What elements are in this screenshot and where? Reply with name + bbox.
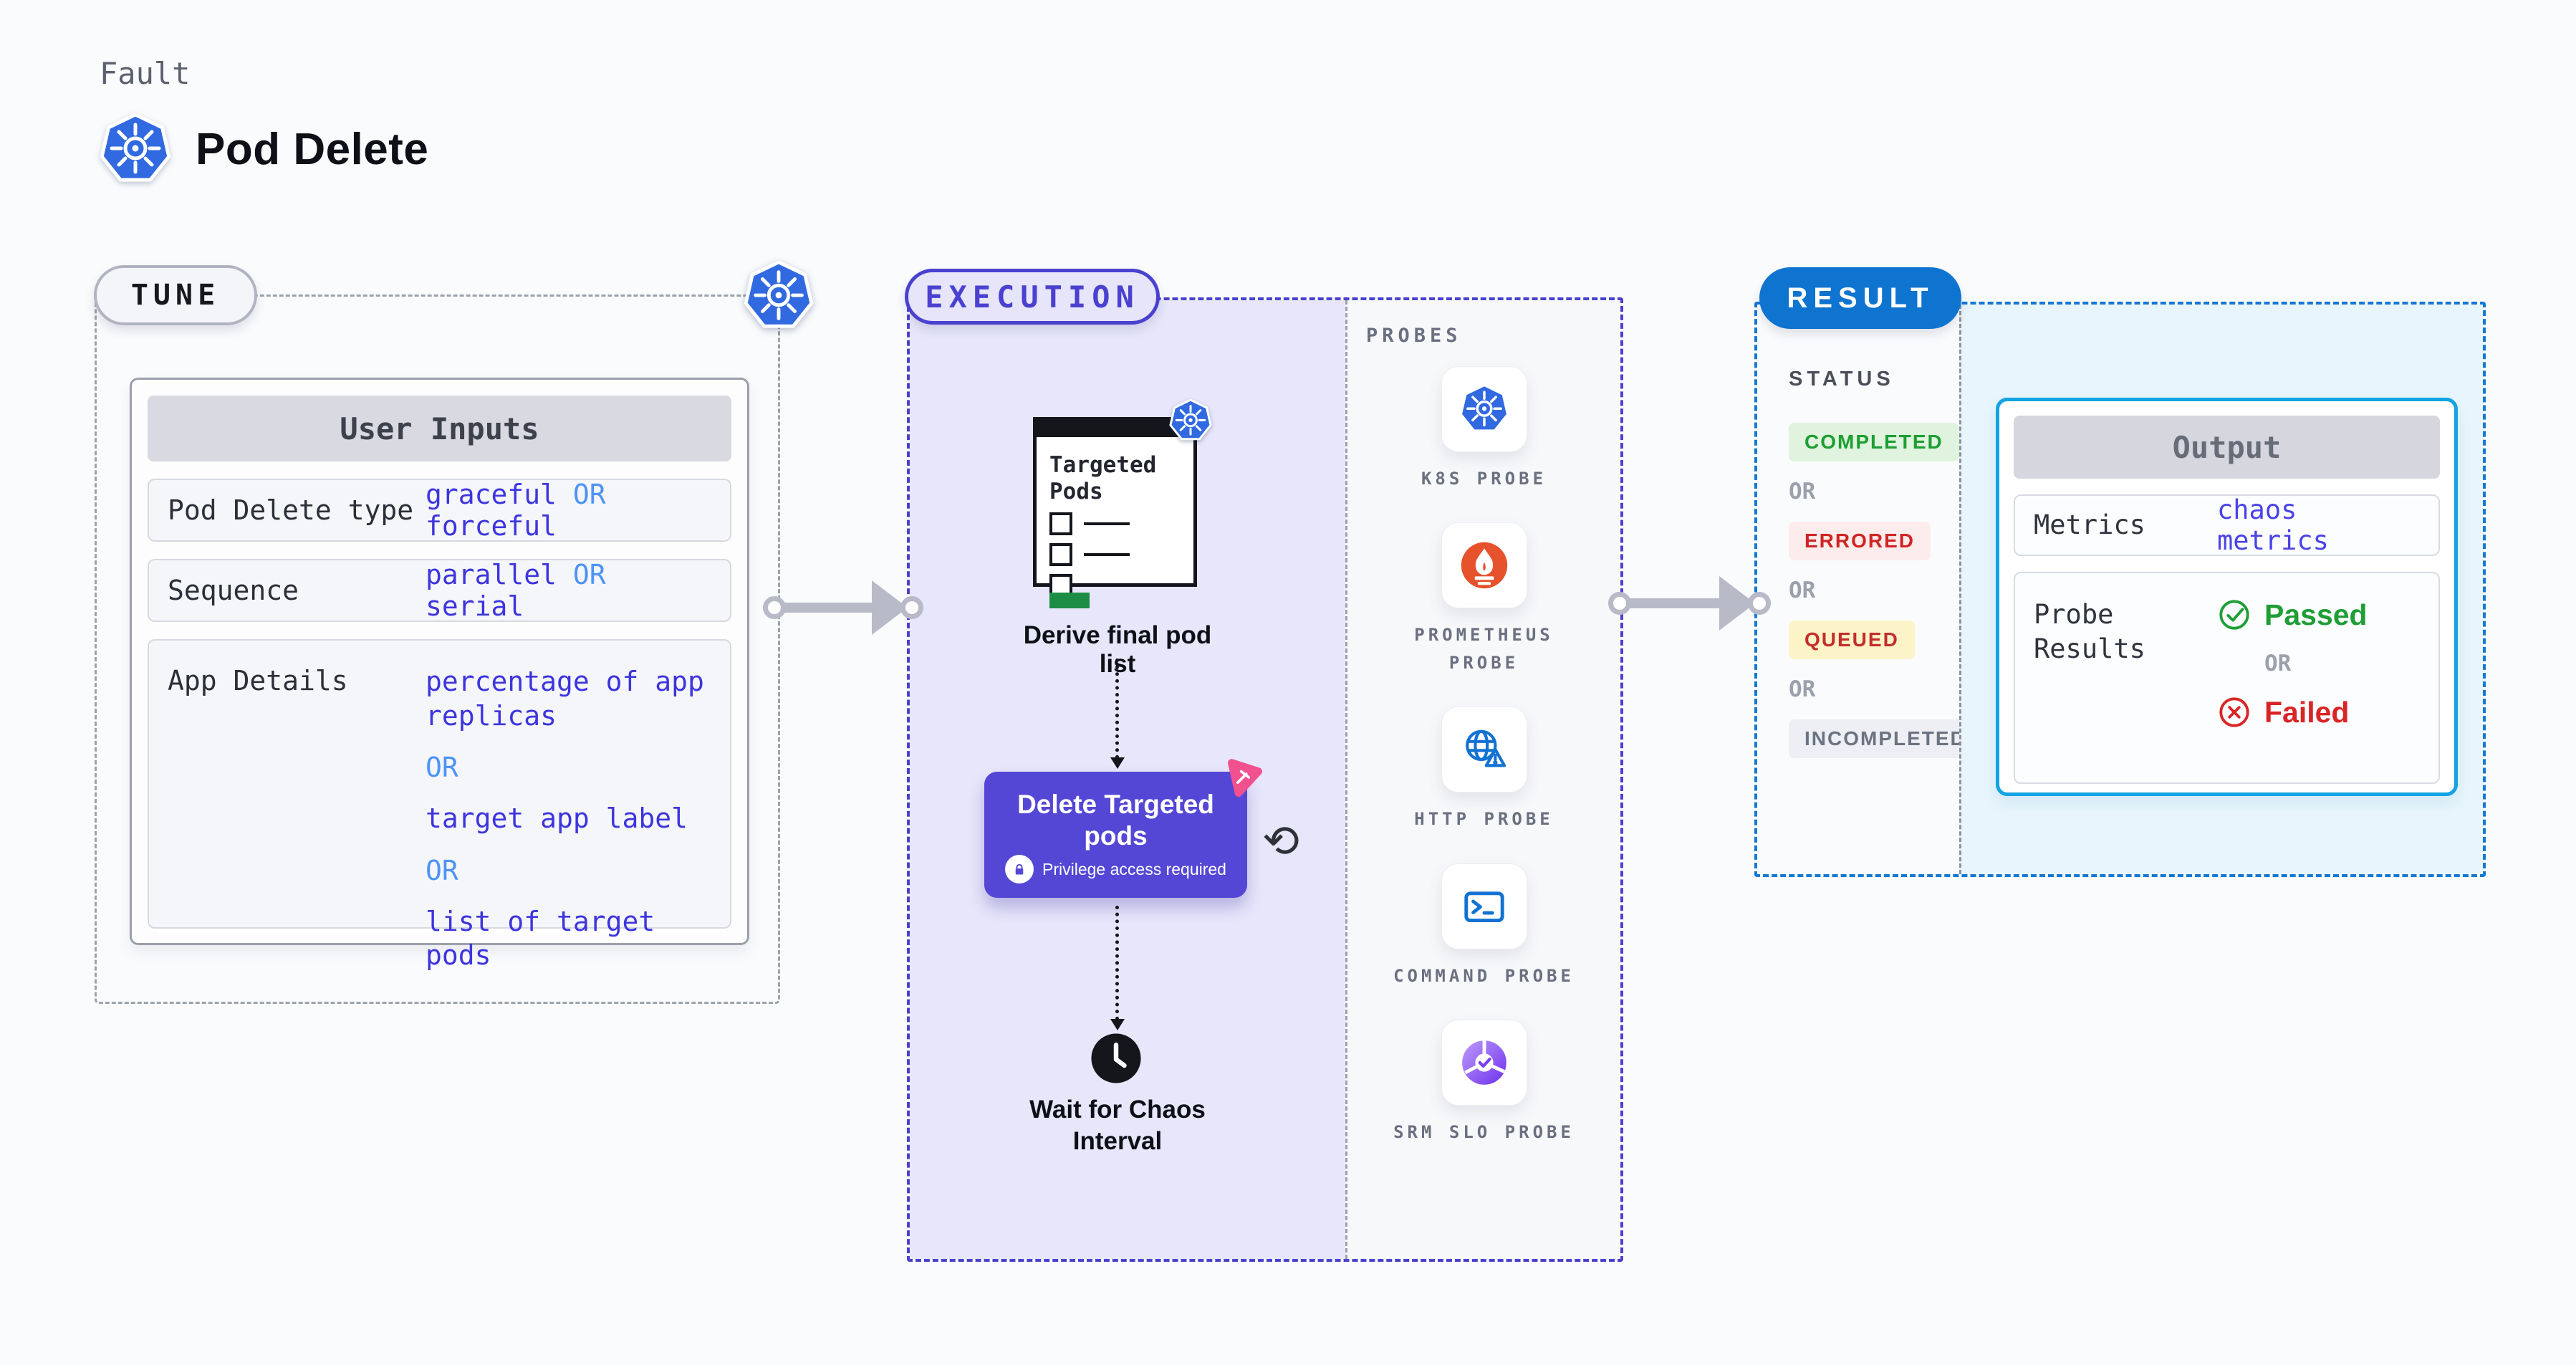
value-option: target app label [426, 803, 688, 834]
output-card: Output Metrics chaos metrics Probe Resul… [1996, 398, 2458, 796]
result-output-panel: Output Metrics chaos metrics Probe Resul… [1959, 305, 2483, 874]
table-row: Pod Delete type graceful OR forceful [148, 479, 731, 542]
value-option: percentage of app replicas [426, 666, 704, 732]
row-label: App Details [168, 665, 348, 696]
execution-flow-panel: Targeted Pods Derive final pod list Dele… [910, 300, 1345, 1259]
table-row: Metrics chaos metrics [2014, 494, 2440, 556]
flow-connector [1110, 906, 1125, 1030]
user-inputs-header: User Inputs [148, 396, 731, 461]
probe-name: PROMETHEUS PROBE [1414, 625, 1554, 673]
row-value: parallel OR serial [426, 559, 711, 622]
page-title: Pod Delete [196, 124, 429, 174]
privilege-row: Privilege access required [984, 855, 1247, 883]
probe-name: SRM SLO PROBE [1393, 1121, 1575, 1142]
flow-arrow [1608, 572, 1771, 635]
value-option: graceful [426, 479, 557, 510]
pod-checklist [1049, 512, 1130, 605]
probe-name: K8S PROBE [1421, 469, 1547, 489]
status-badge: ERRORED [1789, 522, 1931, 560]
prometheus-icon [1441, 522, 1527, 609]
table-row: Probe Results Passed OR [2014, 572, 2440, 784]
or-separator: OR [572, 479, 606, 510]
fault-kicker: Fault [100, 56, 191, 91]
row-label: Probe Results [2034, 599, 2145, 665]
result-badge: RESULT [1759, 267, 1961, 329]
delete-node-title: Delete Targeted pods [1017, 790, 1214, 851]
list-item: K8S PROBE [1377, 366, 1592, 492]
check-circle-icon [2219, 600, 2249, 630]
flow-arrow [763, 576, 923, 639]
row-label: Pod Delete type [168, 494, 414, 526]
targeted-pods-title: Targeted Pods [1049, 452, 1157, 505]
value-option: forceful [426, 510, 557, 542]
or-separator: OR [572, 559, 606, 590]
row-value: percentage of app replicas OR target app… [426, 665, 711, 973]
slo-gauge-icon [1441, 1019, 1527, 1106]
or-separator: OR [2264, 651, 2292, 676]
row-value: graceful OR forceful [426, 479, 711, 542]
clock-icon [1090, 1033, 1142, 1084]
value-option: parallel [426, 559, 557, 590]
probe-name: HTTP PROBE [1414, 809, 1554, 830]
or-separator: OR [1789, 578, 1816, 603]
kubernetes-icon [1441, 366, 1527, 452]
privilege-note: Privilege access required [1042, 859, 1226, 878]
kubernetes-icon [100, 113, 171, 185]
progress-bar [1049, 593, 1090, 608]
value-option: list of target pods [426, 905, 655, 972]
derive-pod-list-label: Derive final pod list [1023, 621, 1212, 678]
kubernetes-icon [1169, 399, 1212, 441]
status-label: STATUS [1789, 368, 1895, 391]
table-row: App Details percentage of app replicas O… [148, 639, 731, 971]
probe-name: COMMAND PROBE [1393, 965, 1575, 986]
flow-connector [1110, 658, 1125, 769]
checkbox-icon [1049, 543, 1072, 566]
execution-section: Targeted Pods Derive final pod list Dele… [905, 269, 1623, 1262]
wait-chaos-interval-label: Wait for Chaos Interval [1029, 1096, 1206, 1155]
chaos-icon [1228, 759, 1262, 797]
failed-label: Failed [2264, 695, 2350, 729]
checkbox-icon [1049, 512, 1072, 535]
terminal-icon [1441, 863, 1527, 949]
tune-section: TUNE User Inputs Pod Delete type gracefu… [94, 294, 780, 1004]
passed-row: Passed [2217, 598, 2368, 632]
window-title-bar [1033, 417, 1197, 437]
row-label: Metrics [2034, 509, 2145, 540]
or-separator: OR [426, 854, 458, 886]
delete-targeted-pods-node: Delete Targeted pods Privilege access re… [984, 759, 1262, 898]
execution-badge: EXECUTION [905, 269, 1160, 325]
targeted-pods-box: Targeted Pods [1033, 399, 1212, 608]
output-header: Output [2014, 416, 2440, 479]
tune-badge: TUNE [94, 265, 257, 325]
http-globe-icon [1441, 707, 1527, 793]
list-item: PROMETHEUS PROBE [1377, 522, 1592, 676]
retry-loop-icon: ⟲ [1262, 815, 1299, 867]
status-badge: COMPLETED [1789, 423, 1959, 461]
or-separator: OR [1789, 676, 1816, 702]
table-row: Sequence parallel OR serial [148, 559, 731, 622]
row-label: Sequence [168, 575, 299, 606]
or-separator: OR [426, 752, 458, 783]
status-badge: INCOMPLETED [1789, 719, 1982, 758]
list-item: COMMAND PROBE [1377, 863, 1592, 990]
list-item: SRM SLO PROBE [1377, 1019, 1592, 1146]
value-option: serial [426, 590, 524, 622]
result-section: RESULT STATUS COMPLETED OR ERRORED OR QU… [1754, 267, 2486, 877]
x-circle-icon [2219, 697, 2249, 727]
lock-icon [1005, 855, 1034, 883]
metrics-value: chaos metrics [2217, 494, 2329, 556]
probes-panel: PROBES K8S PROBE [1345, 300, 1620, 1259]
status-badge: QUEUED [1789, 621, 1915, 659]
or-separator: OR [1789, 479, 1816, 504]
list-item: HTTP PROBE [1377, 707, 1592, 833]
probes-panel-label: PROBES [1366, 325, 1462, 347]
passed-label: Passed [2264, 598, 2368, 631]
kubernetes-icon [744, 261, 814, 331]
status-column: STATUS COMPLETED OR ERRORED OR QUEUED OR… [1757, 305, 1982, 874]
failed-row: Failed [2217, 695, 2368, 729]
page-title-row: Pod Delete [100, 113, 428, 185]
user-inputs-card: User Inputs Pod Delete type graceful OR … [130, 378, 749, 971]
